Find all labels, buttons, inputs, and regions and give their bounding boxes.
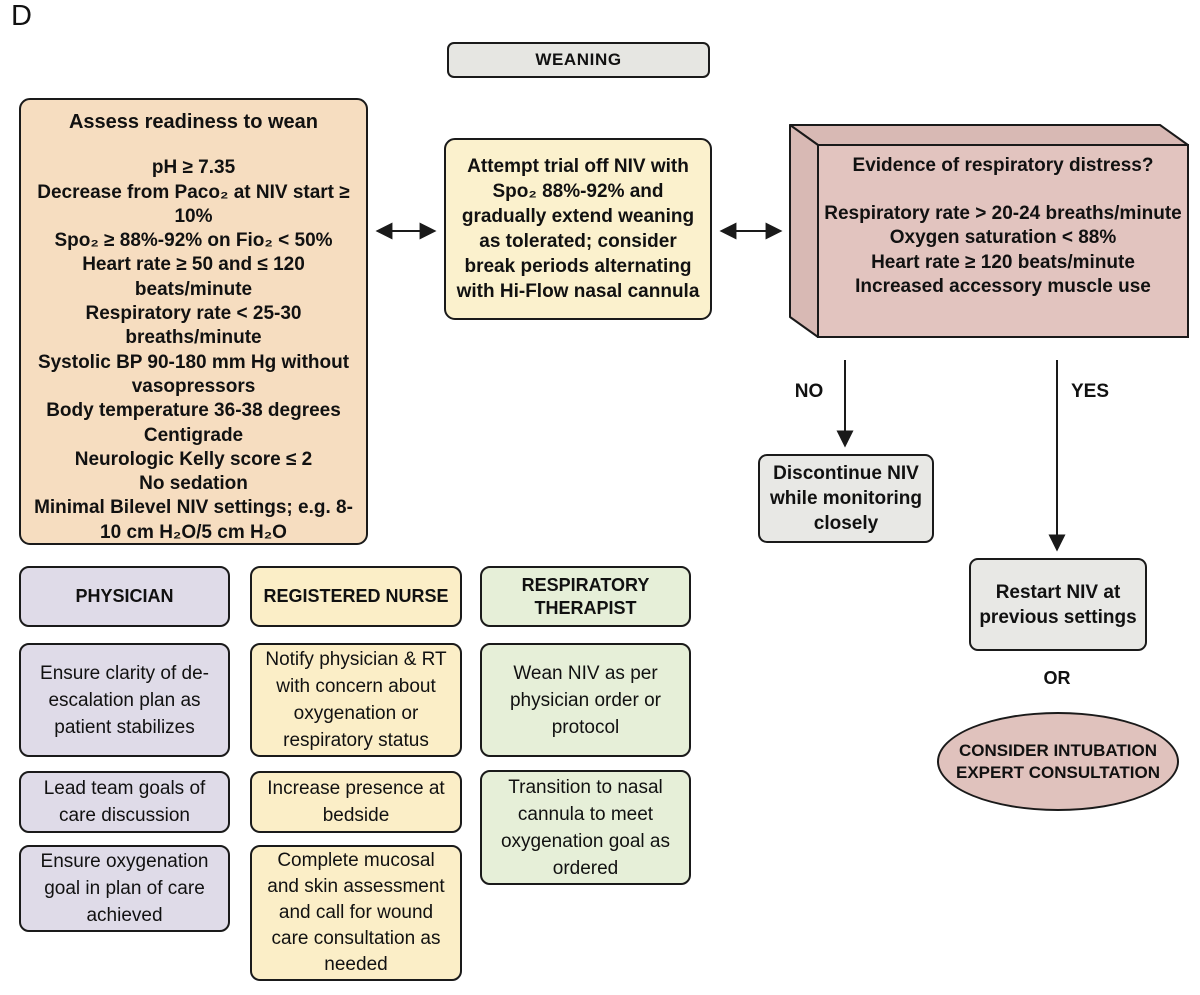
respiratory-therapist-header-text: RESPIRATORY THERAPIST bbox=[521, 574, 650, 618]
distress-criterion: Oxygen saturation < 88% bbox=[889, 227, 1117, 248]
discontinue-niv-box: Discontinue NIV while monitoring closely bbox=[758, 454, 934, 543]
assess-criterion: Systolic BP 90-180 mm Hg without vasopre… bbox=[37, 351, 350, 397]
panel-label: D bbox=[11, 0, 32, 32]
nurse-task: Increase presence at bedside bbox=[250, 771, 462, 833]
distress-box-content: Evidence of respiratory distress? Respir… bbox=[824, 154, 1182, 300]
weaning-title-box: WEANING bbox=[447, 42, 710, 78]
trial-off-niv-box: Attempt trial off NIV with Spo₂ 88%-92% … bbox=[444, 138, 712, 320]
nurse-task: Notify physician & RT with concern about… bbox=[250, 643, 462, 757]
distress-box-front-face bbox=[817, 144, 1189, 338]
physician-column-header: PHYSICIAN bbox=[19, 566, 230, 627]
weaning-title-text: WEANING bbox=[535, 50, 622, 69]
respiratory-therapist-task-text: Wean NIV as per physician order or proto… bbox=[509, 662, 662, 738]
distress-box-left-face bbox=[789, 124, 819, 338]
nurse-column-header: REGISTERED NURSE bbox=[250, 566, 462, 627]
physician-task-text: Ensure oxygenation goal in plan of care … bbox=[40, 851, 209, 926]
or-label: OR bbox=[1043, 668, 1071, 688]
physician-task: Ensure clarity of de-escalation plan as … bbox=[19, 643, 230, 757]
physician-task-text: Ensure clarity of de-escalation plan as … bbox=[40, 662, 209, 738]
restart-niv-text: Restart NIV at previous settings bbox=[979, 581, 1137, 628]
assess-criterion: Decrease from Paco₂ at NIV start ≥ 10% bbox=[37, 181, 350, 227]
assess-criterion: Heart rate ≥ 50 and ≤ 120 beats/minute bbox=[82, 254, 305, 300]
intubation-consult-text: CONSIDER INTUBATION EXPERT CONSULTATION bbox=[956, 740, 1160, 782]
assess-readiness-title: Assess readiness to wean bbox=[68, 111, 318, 133]
assess-criterion: pH ≥ 7.35 bbox=[151, 157, 236, 179]
restart-niv-box: Restart NIV at previous settings bbox=[969, 558, 1147, 651]
distress-criterion: Increased accessory muscle use bbox=[855, 276, 1151, 297]
respiratory-therapist-task: Wean NIV as per physician order or proto… bbox=[480, 643, 691, 757]
trial-off-niv-text: Attempt trial off NIV with Spo₂ 88%-92% … bbox=[456, 156, 700, 302]
assess-criterion: Body temperature 36-38 degrees Centigrad… bbox=[46, 400, 341, 446]
physician-task: Lead team goals of care discussion bbox=[19, 771, 230, 833]
distress-box-title: Evidence of respiratory distress? bbox=[852, 155, 1154, 176]
assess-readiness-box: Assess readiness to wean pH ≥ 7.35 Decre… bbox=[19, 98, 368, 545]
nurse-task-text: Notify physician & RT with concern about… bbox=[265, 649, 447, 751]
nurse-task-text: Increase presence at bedside bbox=[267, 778, 445, 826]
distress-criterion: Heart rate ≥ 120 beats/minute bbox=[871, 251, 1135, 273]
distress-box-top-face bbox=[789, 124, 1189, 146]
nurse-task-text: Complete mucosal and skin assessment and… bbox=[267, 850, 445, 975]
no-branch-label: NO bbox=[794, 381, 824, 402]
discontinue-niv-text: Discontinue NIV while monitoring closely bbox=[770, 463, 922, 534]
nurse-header-text: REGISTERED NURSE bbox=[263, 586, 449, 606]
physician-task-text: Lead team goals of care discussion bbox=[43, 778, 206, 826]
assess-criterion: Respiratory rate < 25-30 breaths/minute bbox=[85, 303, 302, 349]
yes-branch-label: YES bbox=[1070, 381, 1110, 402]
respiratory-therapist-column-header: RESPIRATORY THERAPIST bbox=[480, 566, 691, 627]
respiratory-therapist-task: Transition to nasal cannula to meet oxyg… bbox=[480, 770, 691, 885]
assess-criterion: Neurologic Kelly score ≤ 2 bbox=[74, 448, 313, 470]
assess-criterion: Spo₂ ≥ 88%-92% on Fio₂ < 50% bbox=[54, 230, 333, 252]
physician-header-text: PHYSICIAN bbox=[75, 586, 174, 606]
physician-task: Ensure oxygenation goal in plan of care … bbox=[19, 845, 230, 932]
assess-criterion: No sedation bbox=[139, 473, 248, 495]
distress-criterion: Respiratory rate > 20-24 breaths/minute bbox=[824, 202, 1182, 224]
assess-criterion: Minimal Bilevel NIV settings; e.g. 8-10 … bbox=[34, 497, 353, 543]
respiratory-therapist-task-text: Transition to nasal cannula to meet oxyg… bbox=[500, 776, 670, 879]
distress-3d-box bbox=[789, 124, 1189, 338]
intubation-consult-ellipse: CONSIDER INTUBATION EXPERT CONSULTATION bbox=[937, 712, 1179, 811]
nurse-task: Complete mucosal and skin assessment and… bbox=[250, 845, 462, 981]
